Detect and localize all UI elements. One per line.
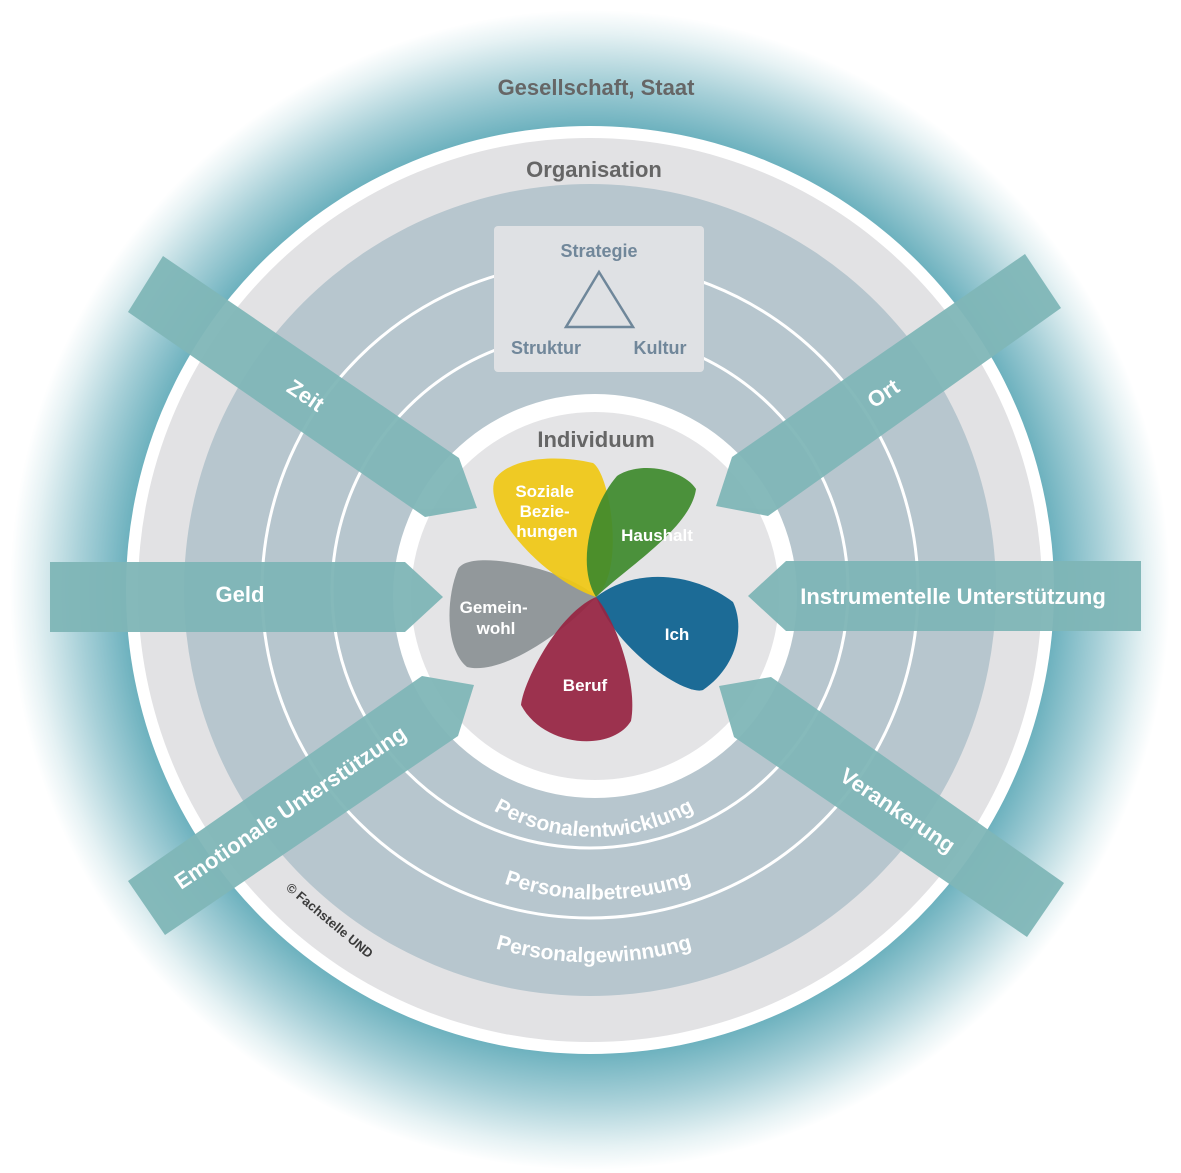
arrow-left bbox=[50, 562, 443, 632]
arrow-label-instrumental-support: Instrumentelle Unterstützung bbox=[800, 584, 1106, 609]
petal-label-job: Beruf bbox=[563, 676, 608, 695]
petal-self bbox=[596, 576, 739, 691]
triangle-label-structure: Struktur bbox=[511, 338, 581, 358]
petal-label-household: Haushalt bbox=[621, 526, 693, 545]
petal-common-good bbox=[449, 560, 596, 669]
arrow-right bbox=[748, 561, 1141, 631]
individual-label: Individuum bbox=[537, 427, 654, 452]
arrow-upper-right bbox=[716, 254, 1061, 516]
petal-label-social: Soziale Bezie- hungen bbox=[515, 482, 578, 541]
petal-label-common-good: Gemein- wohl bbox=[460, 598, 533, 638]
arrow-label-money: Geld bbox=[216, 582, 265, 607]
arrow-lower-left bbox=[128, 676, 474, 935]
organisation-label: Organisation bbox=[526, 157, 662, 182]
society-label: Gesellschaft, Staat bbox=[498, 75, 696, 100]
triangle-label-strategy: Strategie bbox=[560, 241, 637, 261]
triangle-label-culture: Kultur bbox=[634, 338, 687, 358]
strategy-triangle-icon bbox=[563, 269, 636, 329]
petal-household bbox=[586, 468, 696, 597]
petal-group bbox=[449, 458, 739, 742]
petal-job bbox=[521, 597, 633, 742]
petal-label-self: Ich bbox=[665, 625, 690, 644]
petal-social-relations bbox=[493, 458, 613, 597]
arrow-lower-right bbox=[719, 677, 1064, 937]
arrow-upper-left bbox=[128, 256, 477, 517]
strategy-box bbox=[494, 226, 704, 372]
